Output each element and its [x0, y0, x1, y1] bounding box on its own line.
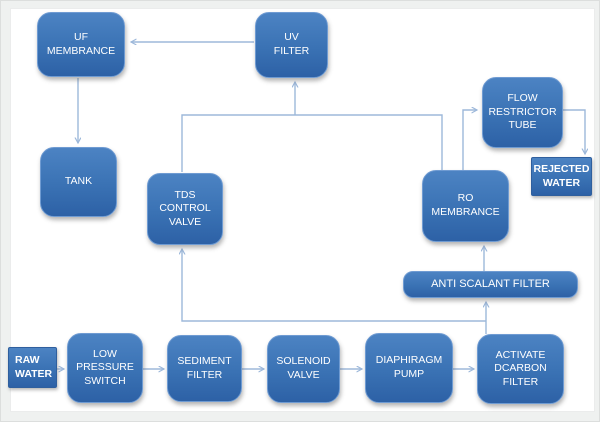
node-sediment-filter-label: SEDIMENT FILTER [177, 354, 232, 381]
node-diaphiragm-pump-label: DIAPHIRAGM PUMP [375, 354, 443, 380]
node-flow-restrictor-tube-label: FLOW RESTRICTOR TUBE [488, 92, 557, 132]
node-anti-scalant-filter-label: ANTI SCALANT FILTER [431, 278, 550, 291]
node-low-pressure-switch-label: LOW PRESSURE SWITCH [76, 347, 134, 387]
node-flow-restrictor-tube: FLOW RESTRICTOR TUBE [482, 77, 563, 148]
node-uv-filter: UV FILTER [255, 12, 328, 78]
node-ro-membrance-label: RO MEMBRANCE [431, 192, 500, 218]
node-solenoid-valve: SOLENOID VALVE [267, 335, 340, 403]
node-rejected-water: REJECTED WATER [531, 157, 592, 196]
node-activate-dcarbon-filter-label: ACTIVATE DCARBON FILTER [494, 348, 547, 388]
node-tds-control-valve-label: TDS CONTROL VALVE [159, 188, 211, 228]
node-solenoid-valve-label: SOLENOID VALVE [276, 355, 331, 381]
node-diaphiragm-pump: DIAPHIRAGM PUMP [365, 333, 453, 403]
node-uf-membrance: UF MEMBRANCE [37, 12, 125, 77]
node-tank: TANK [40, 147, 117, 217]
connector-activate-dcarbon-to-tds-valve [182, 249, 486, 322]
node-activate-dcarbon-filter: ACTIVATE DCARBON FILTER [477, 334, 564, 404]
node-sediment-filter: SEDIMENT FILTER [167, 335, 242, 402]
node-tank-label: TANK [64, 175, 93, 188]
connector-ro-membrance-to-flow-restrictor [462, 110, 477, 170]
node-ro-membrance: RO MEMBRANCE [422, 170, 509, 242]
node-uf-membrance-label: UF MEMBRANCE [46, 30, 116, 57]
node-tds-control-valve: TDS CONTROL VALVE [147, 173, 223, 245]
node-anti-scalant-filter: ANTI SCALANT FILTER [403, 271, 578, 298]
connector-ro-membrance-tds-trunk [181, 114, 443, 172]
node-rejected-water-label: REJECTED WATER [533, 162, 590, 189]
node-low-pressure-switch: LOW PRESSURE SWITCH [67, 333, 143, 403]
node-uv-filter-label: UV FILTER [273, 31, 310, 57]
node-raw-water-label: RAW WATER [15, 353, 53, 380]
node-raw-water: RAW WATER [8, 347, 57, 388]
connector-flow-restrictor-to-rejected-water [563, 109, 585, 154]
